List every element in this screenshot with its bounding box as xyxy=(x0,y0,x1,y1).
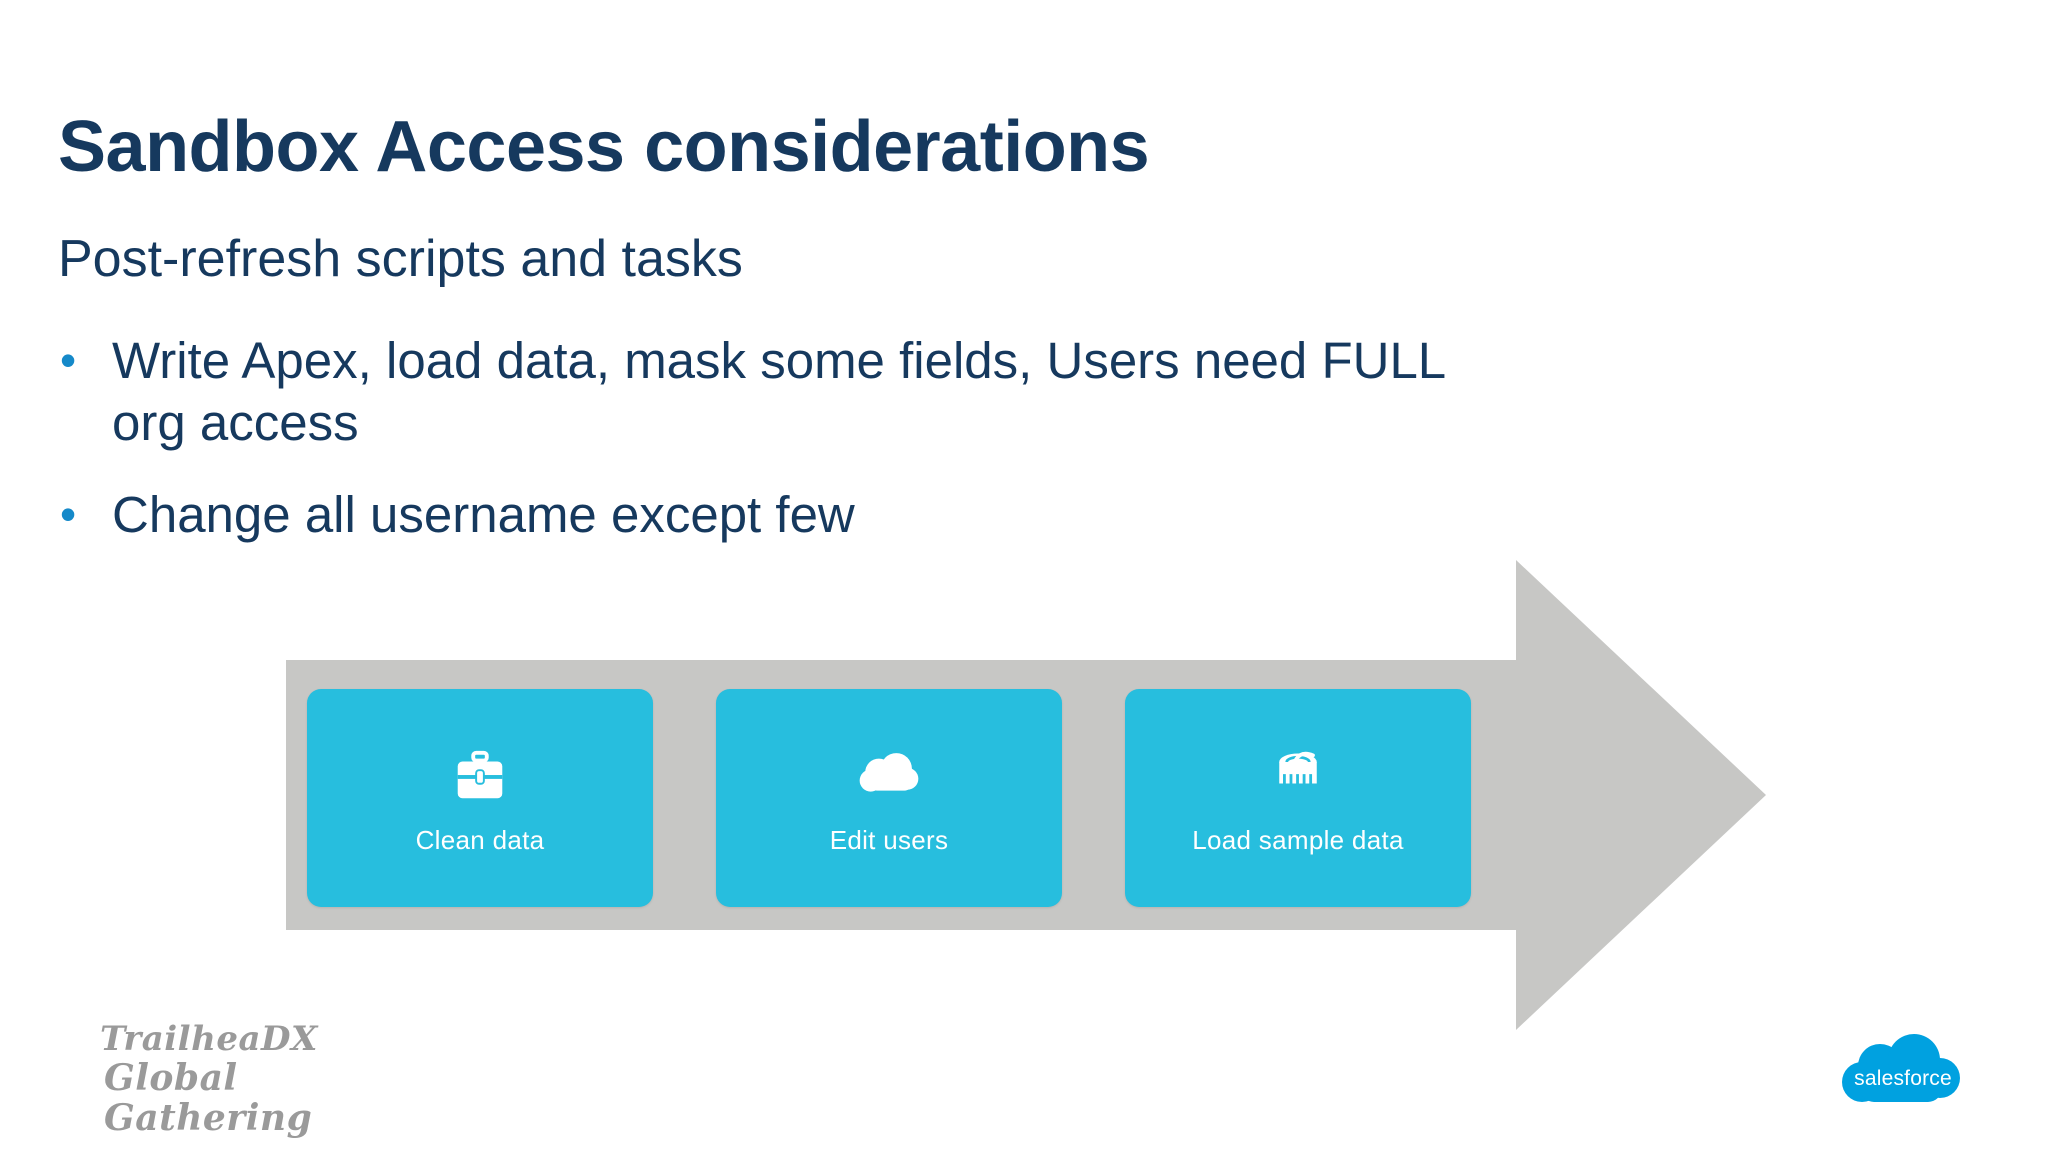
list-item: • Write Apex, load data, mask some field… xyxy=(58,330,1458,454)
briefcase-icon xyxy=(445,741,515,811)
bullet-text: Write Apex, load data, mask some fields,… xyxy=(112,332,1445,452)
bullet-dot-icon: • xyxy=(60,334,77,386)
trailheadx-logo-line2: Global Gathering xyxy=(104,1057,313,1140)
process-step-load-sample-data[interactable]: Load sample data xyxy=(1125,689,1471,907)
salesforce-cloud-icon xyxy=(1842,1034,1960,1102)
process-step-label: Edit users xyxy=(829,824,949,855)
cloud-icon xyxy=(854,741,924,811)
process-step-clean-data[interactable]: Clean data xyxy=(307,689,653,907)
process-step-edit-users[interactable]: Edit users xyxy=(716,689,1062,907)
process-arrow-graphic: Clean data Edit users xyxy=(286,560,1766,1030)
page-title: Sandbox Access considerations xyxy=(58,107,1150,188)
database-icon xyxy=(1263,741,1333,811)
process-step-label: Clean data xyxy=(415,824,545,855)
salesforce-wordmark: salesforce xyxy=(1854,1067,1952,1090)
process-step-label: Load sample data xyxy=(1192,824,1404,855)
salesforce-logo: salesforce xyxy=(1828,1030,1978,1122)
trailheadx-logo: TrailheaDX Global Gathering xyxy=(100,1019,400,1139)
bullet-dot-icon: • xyxy=(60,488,77,541)
slide-subtitle: Post-refresh scripts and tasks xyxy=(58,230,743,288)
trailheadx-logo-line1: TrailheaDX xyxy=(100,1019,318,1059)
bullet-list: • Write Apex, load data, mask some field… xyxy=(58,330,1458,577)
process-steps: Clean data Edit users xyxy=(307,689,1587,909)
bullet-text: Change all username except few xyxy=(112,486,855,544)
list-item: • Change all username except few xyxy=(58,484,1458,546)
